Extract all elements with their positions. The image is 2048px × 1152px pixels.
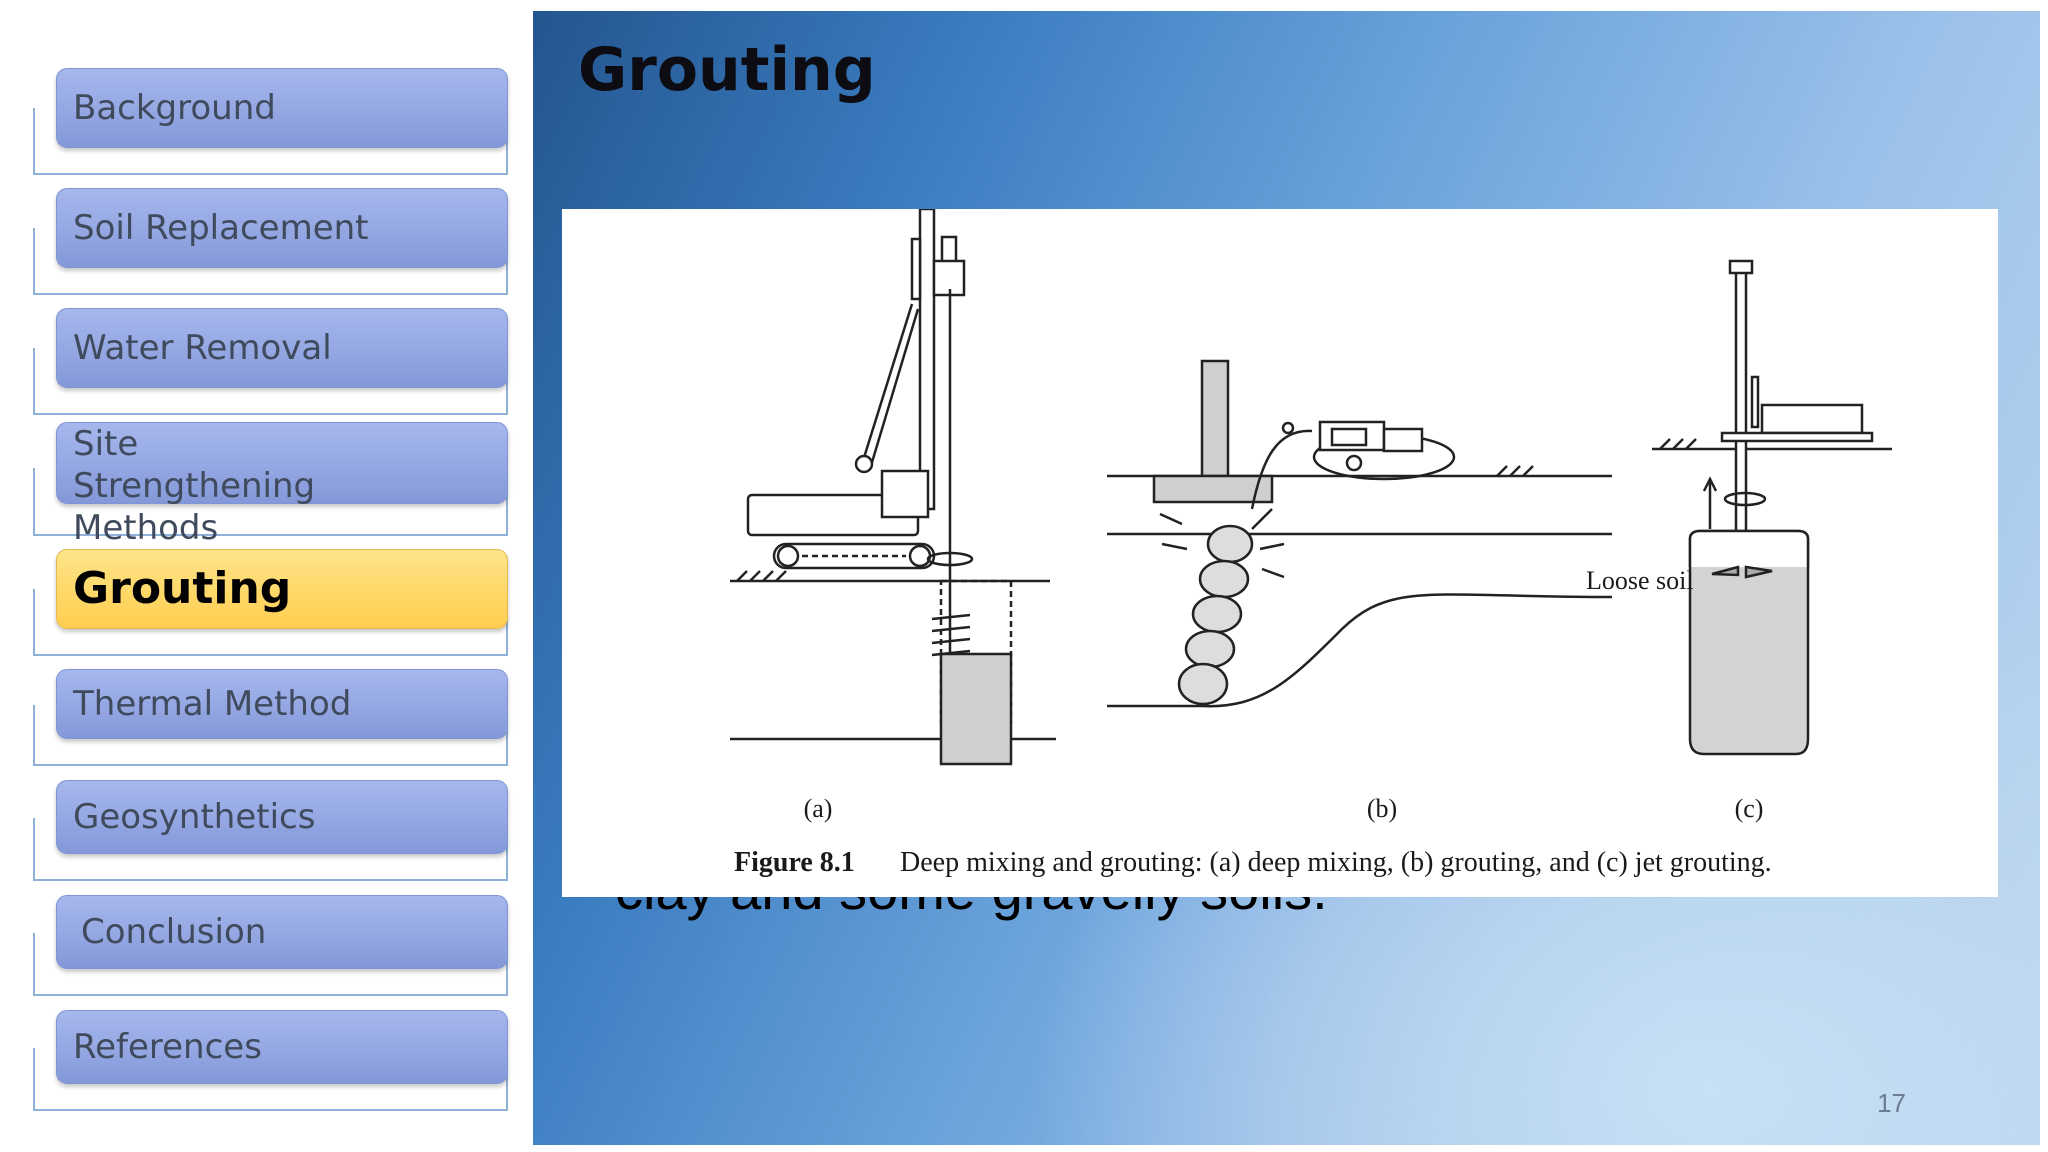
sidebar-item-geosynthetics[interactable]: Geosynthetics <box>33 780 508 881</box>
figure-label-b: (b) <box>1367 794 1397 823</box>
sidebar-item-label: Water Removal <box>73 328 332 368</box>
grouting-diagram: Loose soil (a) (b) (c) Figure 8.1 Deep m… <box>730 209 1892 878</box>
slide-page-number: 17 <box>1877 1088 1906 1118</box>
grouting-illustration <box>1107 359 1613 708</box>
figure-image: Loose soil (a) (b) (c) Figure 8.1 Deep m… <box>562 209 1998 897</box>
sidebar-item-label: References <box>73 1027 262 1067</box>
nav-button-site-strengthening[interactable]: Site Strengthening Methods <box>56 422 508 548</box>
nav-button-references[interactable]: References <box>56 1010 508 1084</box>
nav-button-geosynthetics[interactable]: Geosynthetics <box>56 780 508 854</box>
sidebar-item-background[interactable]: Background <box>33 68 508 175</box>
nav-button-water-removal[interactable]: Water Removal <box>56 308 508 388</box>
sidebar-item-label: Soil Replacement <box>73 208 369 248</box>
slide-canvas: Grouting clay and some gravelly soils. <box>533 11 2040 1145</box>
jet-grouting-illustration <box>1652 259 1892 756</box>
loose-soil-label: Loose soil <box>1586 566 1694 595</box>
figure-caption-number: Figure 8.1 <box>734 847 855 878</box>
nav-button-background[interactable]: Background <box>56 68 508 148</box>
sidebar-item-label: Site Strengthening Methods <box>73 424 316 548</box>
sidebar-item-soil-replacement[interactable]: Soil Replacement <box>33 188 508 295</box>
figure-label-c: (c) <box>1735 794 1764 823</box>
sidebar-item-thermal-method[interactable]: Thermal Method <box>33 669 508 766</box>
sidebar-item-conclusion[interactable]: Conclusion <box>33 895 508 996</box>
sidebar-item-label: Geosynthetics <box>73 797 316 837</box>
sidebar-item-label: Conclusion <box>81 912 267 952</box>
sidebar-item-site-strengthening-methods[interactable]: Site Strengthening Methods <box>33 422 508 548</box>
figure-label-a: (a) <box>804 794 833 823</box>
nav-button-grouting-active[interactable]: Grouting <box>56 549 508 629</box>
figure-caption-text: Deep mixing and grouting: (a) deep mixin… <box>900 847 1772 878</box>
sidebar-item-label: Thermal Method <box>73 684 352 724</box>
sidebar-item-grouting[interactable]: Grouting <box>33 549 508 656</box>
nav-button-conclusion[interactable]: Conclusion <box>56 895 508 969</box>
slide-title: Grouting <box>578 35 876 105</box>
nav-button-soil-replacement[interactable]: Soil Replacement <box>56 188 508 268</box>
sidebar-item-label: Grouting <box>73 563 292 614</box>
sidebar-item-references[interactable]: References <box>33 1010 508 1111</box>
sidebar-item-water-removal[interactable]: Water Removal <box>33 308 508 415</box>
deep-mixing-rig-illustration <box>730 209 1056 766</box>
nav-button-thermal-method[interactable]: Thermal Method <box>56 669 508 739</box>
sidebar-item-label: Background <box>73 88 276 128</box>
